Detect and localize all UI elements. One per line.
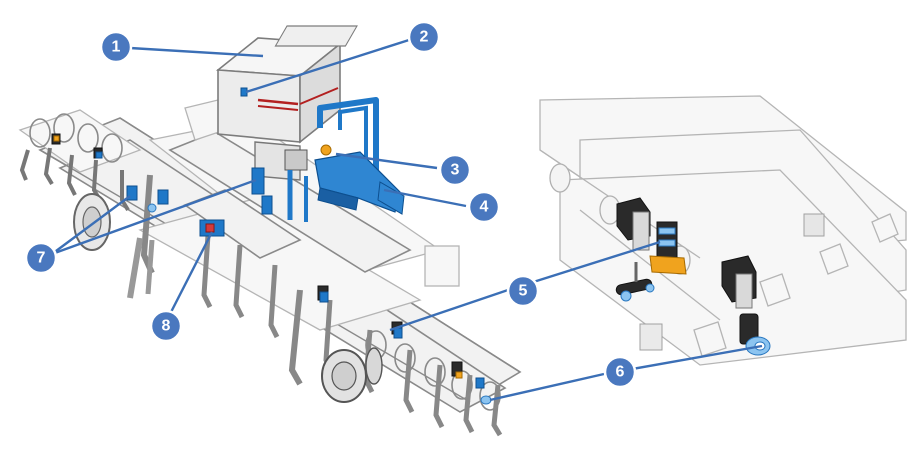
detail-frame [539,95,907,366]
callout-8-label: 8 [162,318,171,335]
rear-legs [127,237,155,299]
callout-4-label: 4 [480,199,489,216]
callout-3-label: 3 [451,162,460,179]
callout-7: 7 [24,241,58,275]
sensor-assembly [615,197,687,302]
callout-7-label: 7 [37,250,46,267]
callout-2-label: 2 [420,29,429,46]
detail-view [539,95,907,366]
callout-6-label: 6 [616,364,625,381]
callout-5: 5 [506,274,540,308]
implement-overview [18,25,522,437]
gauge-wheel-left [73,193,111,251]
pipe-fitting-icon [320,144,332,156]
seed-hopper [215,25,358,144]
callout-2: 2 [407,20,441,54]
callout-4: 4 [467,190,501,224]
callout-3: 3 [438,153,472,187]
gauge-wheel-right [321,347,383,403]
blue-pipework [287,97,379,222]
distribution-module [199,219,225,237]
callout-8: 8 [149,309,183,343]
callout-6: 6 [603,355,637,389]
coil-springs [29,113,501,411]
callout-1: 1 [99,30,133,64]
callout-1-label: 1 [112,39,121,56]
callout-5-label: 5 [519,283,528,300]
